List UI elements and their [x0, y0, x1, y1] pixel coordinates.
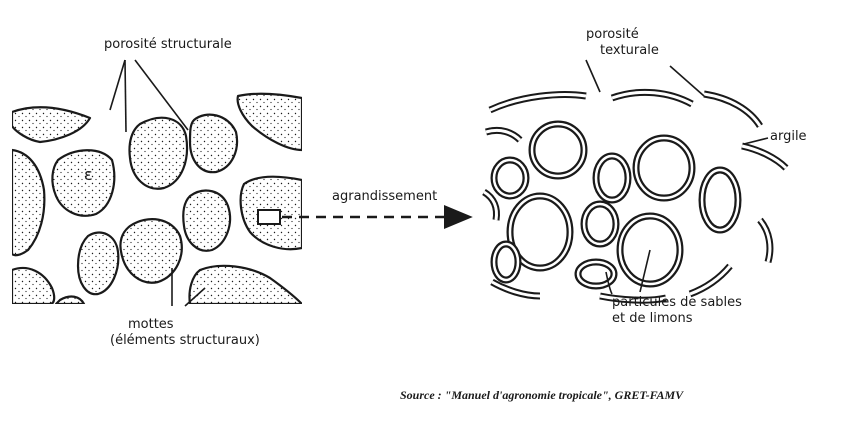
clod-far-bottom: [56, 297, 84, 304]
label-structural-porosity: porosité structurale: [104, 38, 232, 52]
label-textural-porosity-line1: porosité: [586, 28, 639, 42]
label-clay: argile: [770, 130, 807, 144]
clod-top-left: [12, 107, 90, 142]
clod-letter-mark: ε: [84, 165, 93, 184]
clod-upper-center: [129, 118, 187, 189]
label-particles-line2: et de limons: [612, 312, 692, 326]
particles: [494, 124, 738, 286]
clod-left: [12, 150, 44, 255]
clod-bottom-mid: [78, 233, 118, 295]
label-clods-line2: (éléments structuraux): [110, 334, 260, 348]
structural-view: [12, 94, 302, 304]
clod-top-right: [238, 94, 302, 150]
source-caption: Source : "Manuel d'agronomie tropicale",…: [400, 388, 683, 403]
label-clods-line1: mottes: [128, 318, 174, 332]
zoom-marker: [258, 210, 280, 224]
clod-upper-right: [190, 115, 237, 173]
label-enlargement: agrandissement: [332, 190, 437, 204]
textural-view: [484, 92, 786, 300]
clod-right: [183, 191, 230, 251]
label-textural-porosity-line2: texturale: [600, 44, 659, 58]
clod-bottom-right: [189, 266, 302, 304]
clod-bottom-left: [12, 268, 54, 304]
label-particles-line1: particules de sables: [612, 296, 742, 310]
